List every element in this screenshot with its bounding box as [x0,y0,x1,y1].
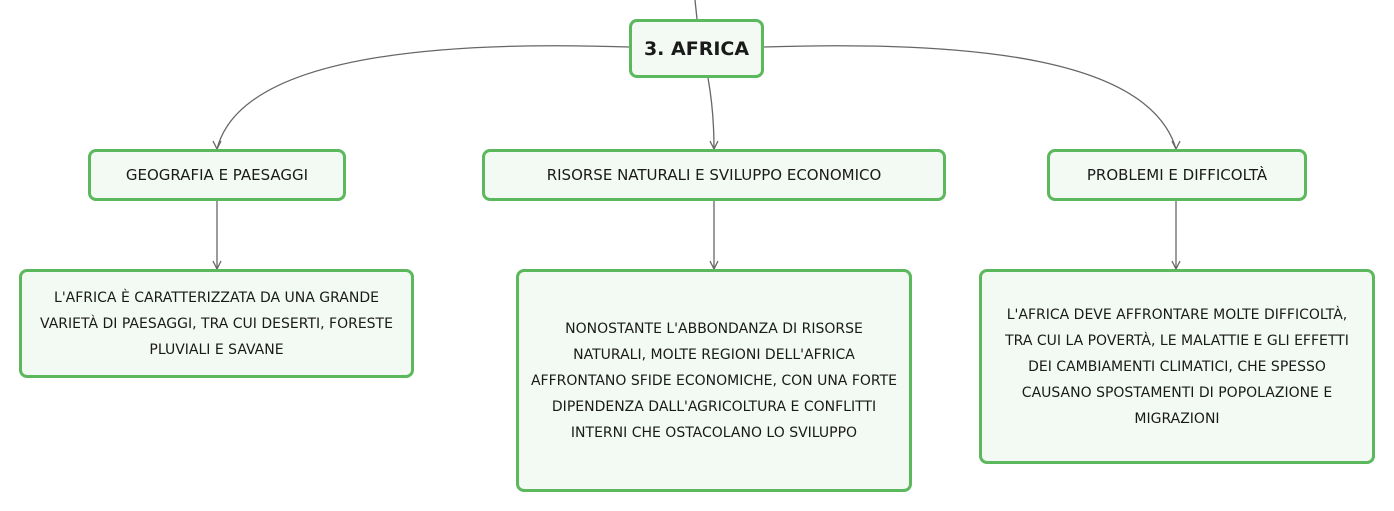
detail-node-text: L'AFRICA È CARATTERIZZATA DA UNA GRANDE … [40,289,393,358]
branch-node-problemi[interactable]: PROBLEMI E DIFFICOLTÀ [1047,149,1307,201]
detail-node-text: L'AFRICA DEVE AFFRONTARE MOLTE DIFFICOLT… [1005,306,1349,427]
arrow-geografia [212,140,222,151]
detail-node-risorse[interactable]: NONOSTANTE L'ABBONDANZA DI RISORSE NATUR… [516,269,912,492]
connector-parent-to-root [694,0,698,20]
root-node[interactable]: 3. AFRICA [629,19,764,78]
branch-node-label: PROBLEMI E DIFFICOLTÀ [1086,166,1268,184]
connector-root-to-risorse [707,77,715,150]
detail-node-geografia[interactable]: L'AFRICA È CARATTERIZZATA DA UNA GRANDE … [19,269,414,378]
detail-node-problemi[interactable]: L'AFRICA DEVE AFFRONTARE MOLTE DIFFICOLT… [979,269,1375,464]
branch-node-geografia[interactable]: GEOGRAFIA E PAESAGGI [88,149,346,201]
arrow-problemi [1171,140,1181,151]
branch-node-risorse[interactable]: RISORSE NATURALI E SVILUPPO ECONOMICO [482,149,946,201]
connector-root-to-geografia [216,45,630,150]
connector-root-to-problemi [763,45,1177,150]
root-node-label: 3. AFRICA [643,37,750,60]
branch-node-label: GEOGRAFIA E PAESAGGI [125,166,309,184]
branch-node-label: RISORSE NATURALI E SVILUPPO ECONOMICO [546,166,882,184]
detail-node-text: NONOSTANTE L'ABBONDANZA DI RISORSE NATUR… [530,320,898,441]
